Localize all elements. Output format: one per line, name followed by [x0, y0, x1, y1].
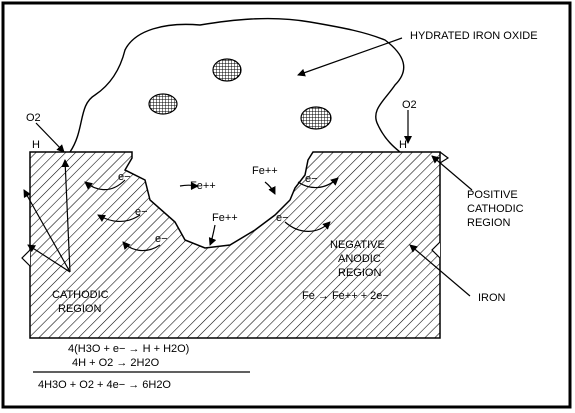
label-o2-left: O2 [26, 112, 41, 124]
label-fe-pp-2: Fe++ [212, 212, 238, 224]
cathodic-arrow-2 [61, 159, 71, 273]
label-h-left: H [32, 139, 40, 151]
label-hydrated-iron-oxide: HYDRATED IRON OXIDE [410, 30, 538, 42]
left-notch [21, 249, 31, 267]
equation-sum: 4H3O + O2 + 4e− → 6H2O [38, 379, 171, 391]
label-electron-4: e− [305, 173, 318, 185]
oxide-particles [148, 58, 332, 130]
label-reaction: Fe → Fe++ + 2e− [302, 290, 389, 302]
label-positive: POSITIVE [467, 189, 518, 201]
label-iron: IRON [478, 292, 506, 304]
label-cathodic-region-1: CATHODIC [52, 289, 109, 301]
right-notch-2 [431, 241, 441, 259]
o2-left-arrow [35, 122, 65, 153]
label-region-1: REGION [467, 217, 510, 229]
equation-line-2: 4H + O2 → 2H2O [72, 357, 160, 369]
label-cathodic-region-2: REGION [58, 303, 101, 315]
oxide-arrow [297, 37, 403, 77]
right-notch [439, 151, 450, 164]
label-region-2: REGION [338, 267, 381, 279]
label-negative: NEGATIVE [330, 239, 385, 251]
label-electron-3: e− [155, 233, 168, 245]
label-h-right: H [399, 139, 407, 151]
electron-arrows [84, 177, 339, 252]
label-anodic: ANODIC [338, 253, 381, 265]
label-fe-pp-1: Fe++ [190, 180, 216, 192]
label-electron-5: e− [276, 212, 289, 224]
electron-labels: e− e− e− e− e− [118, 171, 318, 245]
cathodic-arrow-3 [27, 244, 71, 273]
label-fe-pp-3: Fe++ [252, 165, 278, 177]
equations-block: 4(H3O + e− → H + H2O) 4H + O2 → 2H2O 4H3… [33, 343, 250, 391]
label-cathodic: CATHODIC [467, 203, 524, 215]
cathodic-arrow-1 [23, 189, 71, 273]
iron-arrow [409, 244, 471, 297]
label-o2-right: O2 [402, 99, 417, 111]
positive-cathodic-arrow [431, 155, 473, 191]
iron-block [29, 151, 441, 339]
equation-line-1: 4(H3O + e− → H + H2O) [68, 343, 189, 355]
label-electron-2: e− [135, 206, 148, 218]
label-electron-1: e− [118, 171, 131, 183]
oxide-blob [69, 17, 405, 153]
